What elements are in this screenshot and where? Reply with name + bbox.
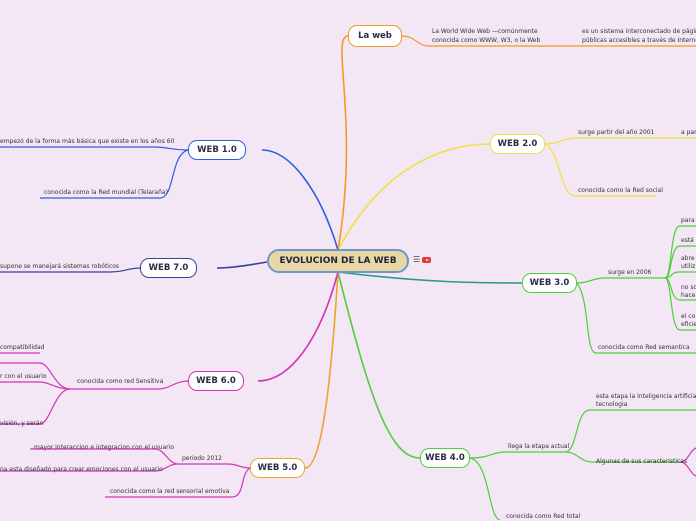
la-web-definition-line1[interactable]: La World Wide Web —comúnmente xyxy=(432,28,538,35)
web30-semantic-label[interactable]: conocida como Red semantica xyxy=(598,344,690,351)
web30-esta-label[interactable]: está xyxy=(681,237,694,244)
web10-mundial-label[interactable]: conocida como la Red mundial (Telaraña) xyxy=(44,189,168,196)
web50-emotiva-label[interactable]: conocida como la red sensorial emotiva xyxy=(110,488,230,495)
web30-noso-line2[interactable]: hace xyxy=(681,292,696,299)
web40-llega-label[interactable]: llega la etapa actual xyxy=(508,443,570,450)
central-topic[interactable]: EVOLUCION DE LA WEB xyxy=(267,249,409,273)
web40-algunas-label[interactable]: Algunas de sus caracteristicas xyxy=(596,458,688,465)
web50-emociones-label[interactable]: na esta diseñado para crear emociones co… xyxy=(0,466,163,473)
la-web-system-line1[interactable]: es un sistema interconectado de páginas xyxy=(582,28,696,35)
web50-periodo-label[interactable]: periodo 2012 xyxy=(182,455,222,462)
node-web-1-0[interactable]: WEB 1.0 xyxy=(188,140,246,160)
web30-noso-line1[interactable]: no so xyxy=(681,284,696,291)
central-icons: ☰ xyxy=(413,255,432,264)
web30-para-label[interactable]: para xyxy=(681,217,695,224)
node-web-4-0[interactable]: WEB 4.0 xyxy=(420,448,470,468)
web10-basic-label[interactable]: empezó de la forma más básica que existe… xyxy=(0,138,175,145)
la-web-system-line2[interactable]: públicas accesibles a través de Internet… xyxy=(582,37,696,44)
node-web-7-0[interactable]: WEB 7.0 xyxy=(140,258,197,278)
web20-social-label[interactable]: conocida como la Red social xyxy=(578,187,663,194)
youtube-icon[interactable] xyxy=(422,257,432,263)
web60-usuario-label[interactable]: r con el usuario xyxy=(0,373,47,380)
web30-abre-line2[interactable]: utiliz xyxy=(681,263,696,270)
web50-mayor-label[interactable]: mayor interaccion e integracion con el u… xyxy=(34,444,174,451)
web60-sensitiva-label[interactable]: conocida como red Sensitiva xyxy=(77,378,164,385)
node-web-3-0[interactable]: WEB 3.0 xyxy=(522,273,577,293)
web40-ia-line1[interactable]: esta etapa la inteligencia artificial aj xyxy=(596,393,696,400)
web20-apart-label[interactable]: a part xyxy=(681,129,696,136)
web70-robot-label[interactable]: supone se manejará sistemas robóticos xyxy=(0,263,120,270)
web30-elco-line1[interactable]: el co xyxy=(681,313,696,320)
node-web-2-0[interactable]: WEB 2.0 xyxy=(490,134,545,154)
node-web-5-0[interactable]: WEB 5.0 xyxy=(250,458,305,478)
web30-elco-line2[interactable]: eficie xyxy=(681,321,696,328)
la-web-definition-line2[interactable]: conocida como WWW, W3, o la Web xyxy=(432,37,541,44)
web20-start-label[interactable]: surge partir del año 2001 xyxy=(578,129,655,136)
web40-conocida-label[interactable]: conocida como Red total xyxy=(506,513,581,520)
web60-vision-label[interactable]: visión, y serán xyxy=(0,420,44,427)
node-web-6-0[interactable]: WEB 6.0 xyxy=(188,371,244,391)
web60-compat-label[interactable]: compatibilidad xyxy=(0,344,45,351)
menu-icon[interactable]: ☰ xyxy=(413,255,421,264)
node-la-web[interactable]: La web xyxy=(348,25,402,47)
web40-ia-line2[interactable]: tecnologia xyxy=(596,401,628,408)
web30-abre-line1[interactable]: abre xyxy=(681,255,695,262)
web30-surge-label[interactable]: surge en 2006 xyxy=(608,269,652,276)
